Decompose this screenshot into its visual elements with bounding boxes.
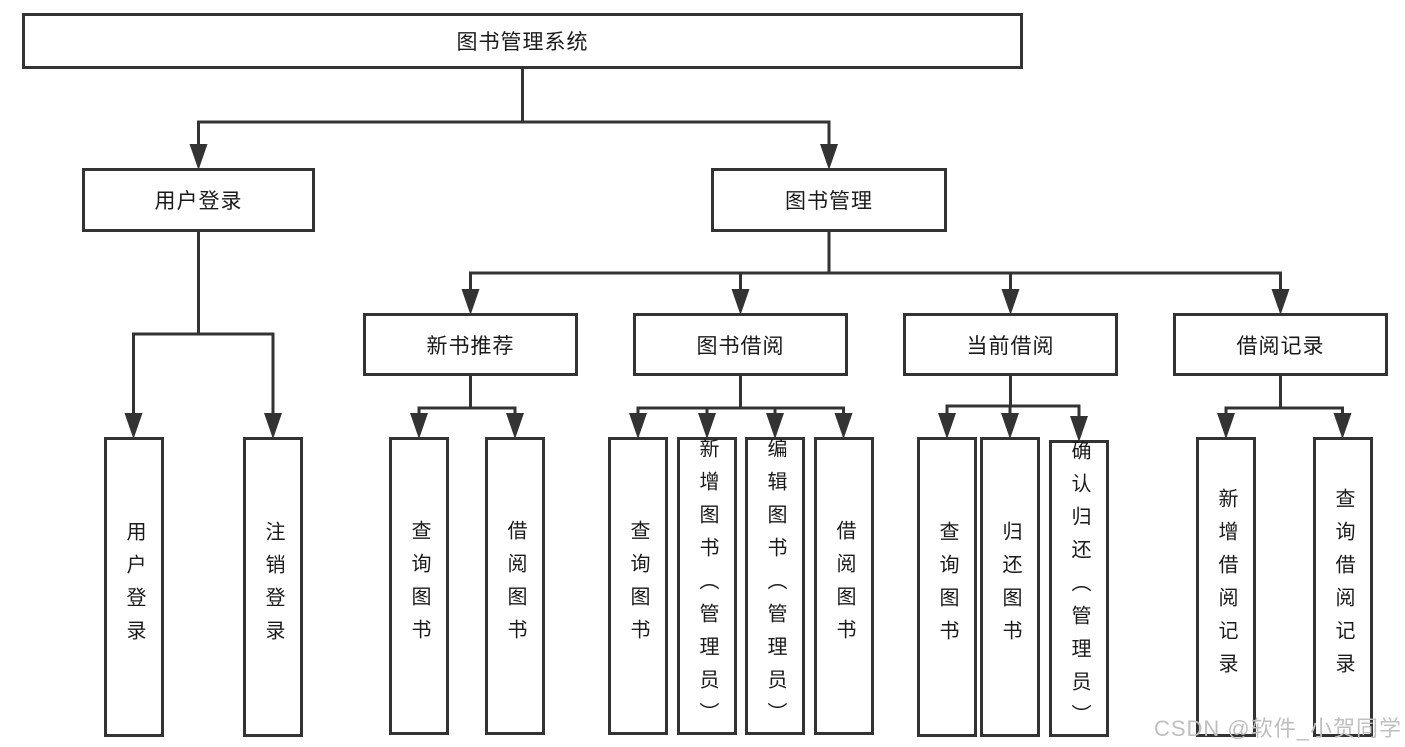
leaf-node-query-books-1: 查询图书 (389, 437, 449, 735)
leaf-node-borrow-books-2: 借阅图书 (814, 437, 874, 735)
leaf-label: 查询图书 (627, 520, 649, 652)
leaf-label: 注销登录 (262, 521, 284, 653)
leaf-label: 归还图书 (999, 521, 1021, 653)
section-node-new-book-recommend: 新书推荐 (363, 313, 578, 376)
leaf-node-confirm-return-admin: 确认归还（管理员） (1049, 440, 1109, 737)
leaf-node-query-books-2: 查询图书 (608, 437, 668, 735)
leaf-label: 编辑图书（管理员） (764, 437, 786, 735)
leaf-node-add-book-admin: 新增图书（管理员） (677, 437, 737, 735)
leaf-label: 查询借阅记录 (1332, 488, 1354, 686)
leaf-label: 新增借阅记录 (1215, 488, 1237, 686)
section-node-current-borrow: 当前借阅 (903, 313, 1118, 376)
leaf-label: 查询图书 (936, 521, 958, 653)
leaf-node-user-login: 用户登录 (104, 437, 164, 737)
leaf-node-borrow-books-1: 借阅图书 (485, 437, 545, 735)
leaf-label: 用户登录 (123, 521, 145, 653)
leaf-label: 借阅图书 (833, 520, 855, 652)
arrowhead-icons (124, 144, 1352, 442)
leaf-node-edit-book-admin: 编辑图书（管理员） (745, 437, 805, 735)
leaf-label: 查询图书 (408, 520, 430, 652)
root-node-library-system: 图书管理系统 (22, 13, 1023, 69)
leaf-label: 新增图书（管理员） (696, 437, 718, 735)
csdn-watermark: CSDN @软件_小贺同学 (1153, 716, 1402, 741)
section-node-book-borrow: 图书借阅 (633, 313, 848, 376)
leaf-label: 借阅图书 (504, 520, 526, 652)
leaf-node-return-book: 归还图书 (980, 437, 1040, 737)
leaf-node-query-borrow-record: 查询借阅记录 (1313, 437, 1373, 737)
leaf-node-logout: 注销登录 (243, 437, 303, 737)
branch-node-user-login: 用户登录 (82, 168, 315, 232)
leaf-label: 确认归还（管理员） (1068, 440, 1090, 737)
leaf-node-add-borrow-record: 新增借阅记录 (1196, 437, 1256, 737)
section-node-borrow-records: 借阅记录 (1173, 313, 1388, 376)
branch-node-book-management: 图书管理 (711, 168, 947, 232)
leaf-node-query-books-3: 查询图书 (917, 437, 977, 737)
